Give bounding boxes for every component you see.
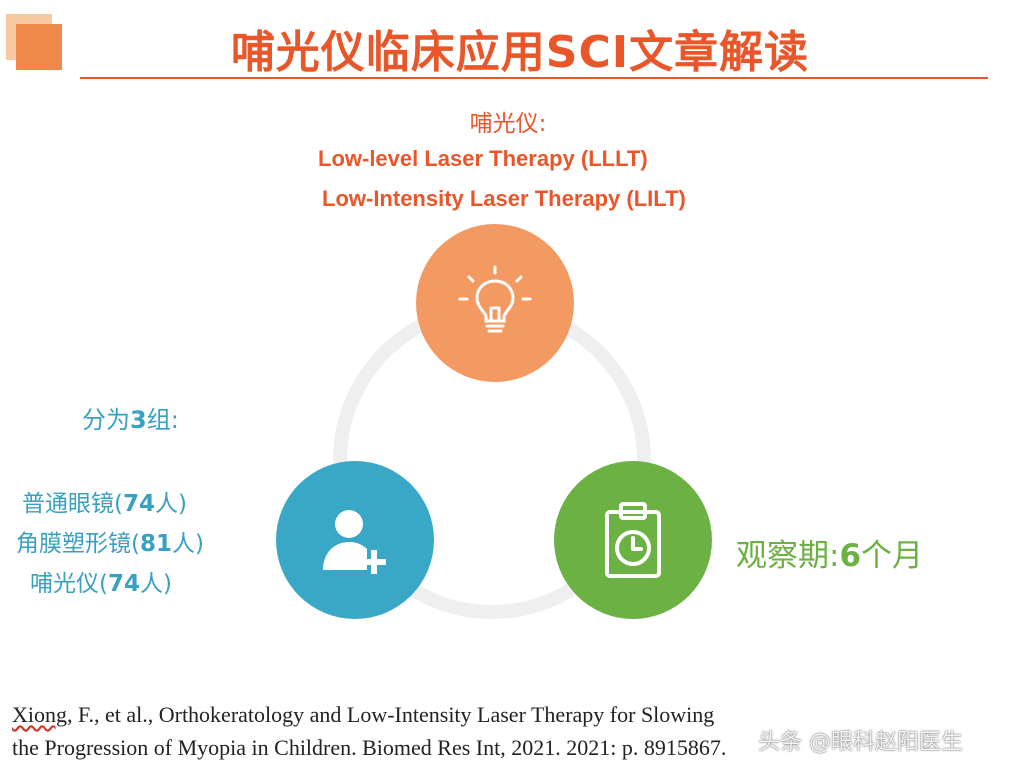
group-item-ortho-k: 角膜塑形镜(81人) [16,531,204,557]
watermark: 头条 @眼科赵阳医生 [758,730,963,755]
add-user-icon [323,510,386,574]
group-item-glasses: 普通眼镜(74人) [22,491,187,517]
term-lilt: Low-Intensity Laser Therapy (LILT) [322,186,686,211]
citation-author: Xiong [12,702,67,727]
lightbulb-icon [458,265,532,333]
page-title: 哺光仪临床应用SCI文章解读 [230,27,810,78]
decorative-square-front [16,24,62,70]
group-circle [276,461,434,619]
observation-circle [554,461,712,619]
clipboard-clock-icon [605,502,661,578]
observation-period: 观察期:6个月 [736,538,924,574]
citation-line-2: the Progression of Myopia in Children. B… [12,735,727,760]
intro-label: 哺光仪: [469,111,547,137]
groups-label: 分为3组: [82,406,179,434]
title-divider [80,77,988,79]
citation-line-1: Xiong, F., et al., Orthokeratology and L… [12,702,715,727]
lightbulb-circle [416,224,574,382]
group-item-laser: 哺光仪(74人) [30,571,172,597]
term-lllt: Low-level Laser Therapy (LLLT) [318,146,648,171]
citation: Xiong, F., et al., Orthokeratology and L… [12,698,726,764]
